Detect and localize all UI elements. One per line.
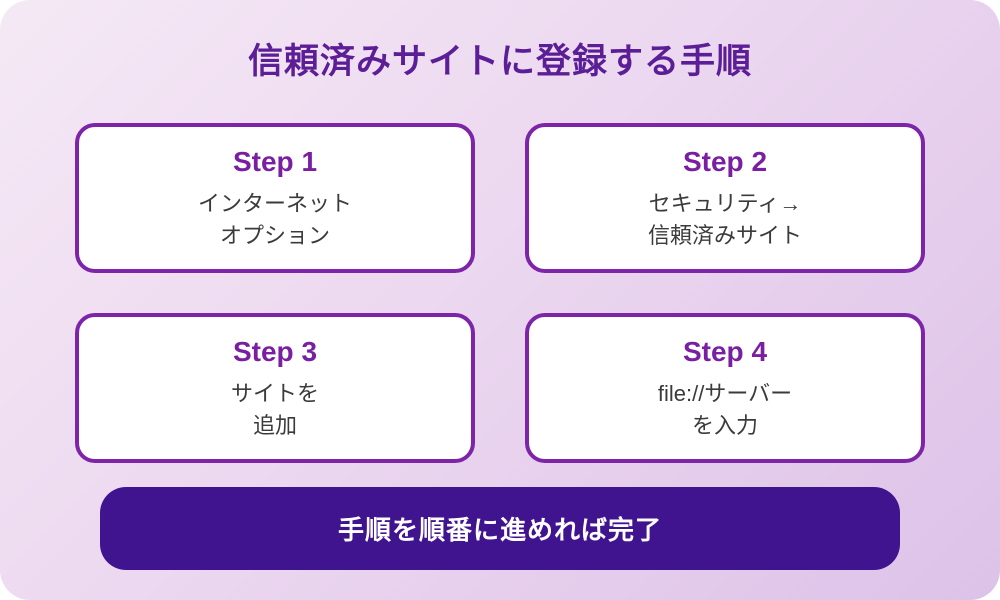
step-4-text-line-1: file://サーバー [657,381,793,406]
step-3-text-line-1: サイトを [230,381,319,406]
step-3-heading: Step 3 [232,336,318,367]
step-4-card: Step 4 file://サーバー を入力 [525,313,925,463]
step-4-heading: Step 4 [682,336,768,367]
step-1-text-line-2: オプション [219,223,330,248]
step-3-text-line-2: 追加 [252,413,297,438]
completion-banner: 手順を順番に進めれば完了 [100,487,900,570]
step-1-heading: Step 1 [232,146,318,177]
step-4-text-line-2: を入力 [691,413,758,438]
step-2-text-line-2: 信頼済みサイト [647,223,802,248]
step-3-card: Step 3 サイトを 追加 [75,313,475,463]
step-2-text-line-1: セキュリティ→ [648,191,802,216]
step-1-text-line-1: インターネット [197,191,352,216]
completion-banner-label: 手順を順番に進めれば完了 [337,515,662,545]
page-title: 信頼済みサイトに登録する手順 [247,42,752,81]
step-1-card: Step 1 インターネット オプション [75,123,475,273]
step-2-card: Step 2 セキュリティ→ 信頼済みサイト [525,123,925,273]
step-2-heading: Step 2 [682,146,768,177]
steps-grid: Step 1 インターネット オプション Step 2 セキュリティ→ 信頼済み… [75,123,925,463]
